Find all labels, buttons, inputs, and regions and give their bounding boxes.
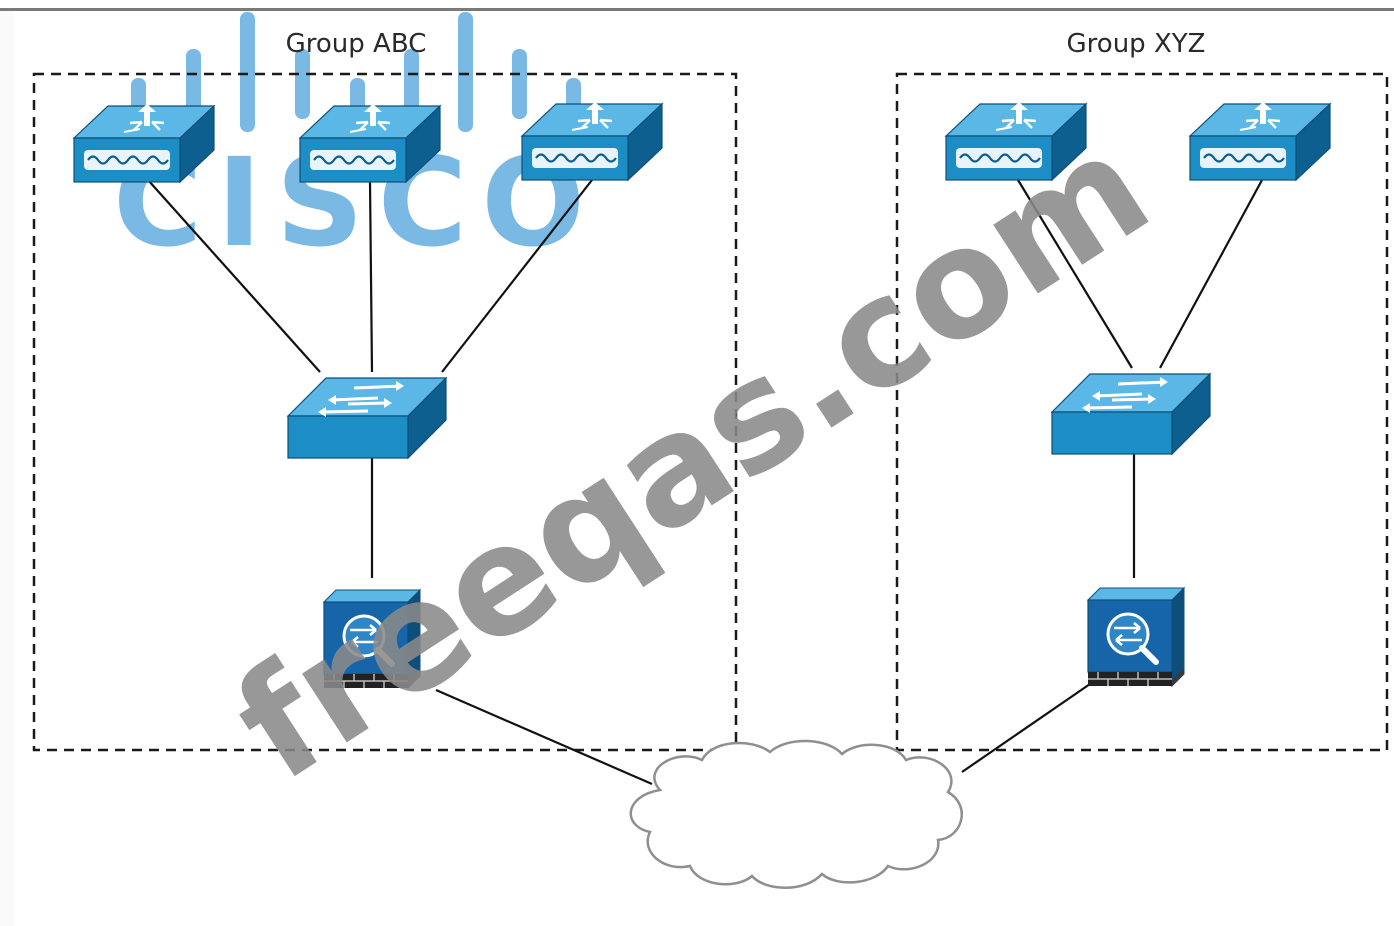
cisco-logo-bar: [512, 49, 527, 119]
cisco-logo-bar: [295, 49, 310, 119]
wireless-access-point-icon: [298, 102, 442, 184]
cisco-logo-bar: [186, 49, 201, 119]
switch-icon: [286, 376, 448, 460]
firewall-icon: [1088, 588, 1184, 686]
group-abc-label: Group ABC: [286, 29, 427, 59]
link-ap1-switch-abc: [147, 179, 321, 373]
top-border: [0, 0, 1394, 11]
cloud-icon: [629, 739, 964, 889]
cisco-logo-bar: [404, 49, 419, 119]
cisco-logo-bar: [240, 12, 255, 132]
link-ap2-switch-abc: [368, 181, 374, 373]
wireless-access-point-icon: [1188, 100, 1332, 182]
group-abc-box: [32, 72, 738, 752]
link-firewall-xyz-cloud: [961, 683, 1091, 773]
group-xyz-label: Group XYZ: [1067, 29, 1206, 59]
link-firewall-abc-cloud: [435, 688, 653, 786]
network-links: [147, 179, 1263, 786]
wireless-access-point-icon: [520, 100, 664, 182]
cisco-logo-bar: [458, 12, 473, 132]
link-ap1-switch-xyz: [1017, 179, 1133, 369]
wireless-access-point-icon: [72, 102, 216, 184]
link-ap2-switch-xyz: [1159, 179, 1263, 369]
group-xyz-box: [895, 72, 1389, 752]
left-margin: [0, 11, 14, 926]
switch-icon: [1050, 372, 1212, 456]
link-ap3-switch-abc: [441, 179, 593, 373]
